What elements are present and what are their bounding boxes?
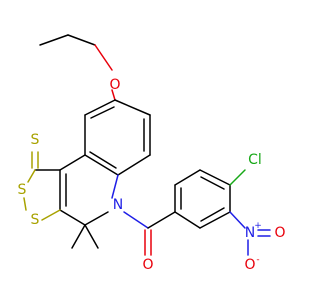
atom-nitrogen-ring: N xyxy=(113,197,123,213)
molecule-structure: O S S S N O Cl N + O O - xyxy=(18,34,286,273)
bond-s-c9a xyxy=(41,209,61,221)
bond-ar-c2-c3 xyxy=(174,169,201,186)
atom-oxygen-ether-symbol: O xyxy=(109,77,120,93)
atom-sulfur-ring-bottom: S xyxy=(31,212,40,228)
bond-n-carbonyl xyxy=(123,211,149,229)
atom-oxygen-nitro-double: O xyxy=(274,225,285,241)
atom-oxygen-carbonyl-symbol: O xyxy=(142,257,153,273)
bond-ar-c5-c6 xyxy=(199,211,231,229)
bond-c9a-c4 xyxy=(59,209,86,226)
bond-c4a-c8a-inner xyxy=(89,151,117,169)
bond-ethyl-ch3 xyxy=(39,34,69,46)
atom-nitrogen-nitro: N + xyxy=(245,221,262,241)
bond-c1-s-top xyxy=(27,169,36,183)
atom-oxygen-nitro-single: O - xyxy=(244,255,259,273)
bond-c4-n xyxy=(84,211,109,226)
atom-sulfur-ring-top: S xyxy=(18,182,27,198)
bond-c4a-c8a xyxy=(84,154,119,176)
bond-o-aryl xyxy=(111,89,116,101)
atom-sulfur-thione-symbol: S xyxy=(31,132,40,148)
bond-carbonyl-aryl xyxy=(147,211,176,229)
atom-sulfur-ring-bottom-symbol: S xyxy=(31,212,40,228)
atom-nitrogen-nitro-charge: + xyxy=(254,221,262,231)
bond-c7-c6 xyxy=(114,99,151,116)
bond-ar-c5-c6-inner xyxy=(200,207,225,222)
atom-sulfur-ring-top-symbol: S xyxy=(18,182,27,198)
atom-labels: O S S S N O Cl N + O O - xyxy=(18,77,286,273)
bond-c-nitro xyxy=(229,211,246,229)
bond-ar-c3-c4-inner xyxy=(200,176,225,190)
bond-c-cl xyxy=(229,169,246,186)
bond-c4-me1 xyxy=(71,224,86,249)
atom-oxygen-nitro-single-symbol: O xyxy=(244,257,255,273)
bond-ethyl-ch2 xyxy=(67,34,96,46)
bond-n-c4a xyxy=(111,174,119,199)
atom-chlorine: Cl xyxy=(248,152,262,168)
bond-ar-c6-c1 xyxy=(174,211,201,229)
atom-nitrogen-ring-symbol: N xyxy=(113,197,123,213)
bond-ch2-o xyxy=(94,44,113,71)
atom-oxygen-carbonyl: O xyxy=(142,257,153,273)
atom-oxygen-nitro-single-charge: - xyxy=(256,255,259,265)
bond-c5-c4a xyxy=(117,154,151,176)
bond-c4-me2 xyxy=(84,224,99,249)
atom-nitrogen-nitro-symbol: N xyxy=(245,225,255,241)
bond-ar-c3-c4 xyxy=(199,169,231,186)
atom-oxygen-nitro-double-symbol: O xyxy=(274,225,285,241)
bonds xyxy=(23,34,271,256)
atom-oxygen-ether: O xyxy=(109,77,120,93)
bond-c8a-c9 xyxy=(59,154,86,171)
bond-c8-c7-inner xyxy=(90,106,115,119)
atom-sulfur-thione: S xyxy=(31,132,40,148)
bond-c8-c7 xyxy=(84,99,116,116)
bond-s-s xyxy=(23,197,27,211)
atom-chlorine-symbol: Cl xyxy=(248,152,262,168)
